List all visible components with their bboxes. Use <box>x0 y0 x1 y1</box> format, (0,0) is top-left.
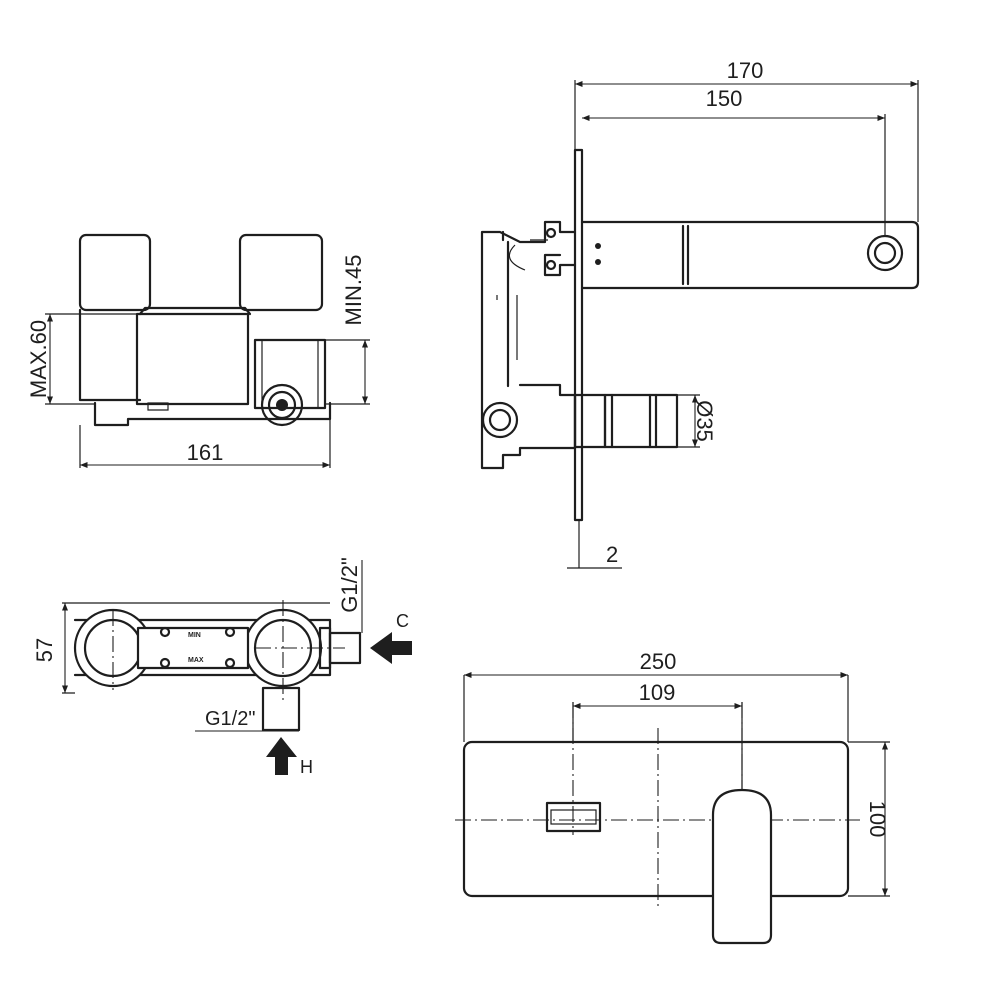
dimension-250: 250 <box>464 649 848 679</box>
dimension-109: 109 <box>573 680 742 710</box>
hot-inlet-arrow: H <box>266 737 313 777</box>
body-width-label: 161 <box>187 440 224 465</box>
dimension-161: 161 <box>80 440 330 469</box>
connection-top: G1/2" <box>337 557 363 633</box>
min-mark: MIN <box>188 632 201 639</box>
dimension-57: 57 <box>32 603 69 693</box>
plate-thickness-label: 2 <box>606 542 618 567</box>
dimension-2: 2 <box>606 542 618 567</box>
spout-profile-view <box>480 148 920 569</box>
dimension-max-60: MAX.60 <box>26 314 54 404</box>
max-mark: MAX <box>188 657 204 664</box>
dimension-min-45: MIN.45 <box>341 255 369 404</box>
cold-inlet-label: C <box>396 611 409 631</box>
dimension-150: 150 <box>582 86 886 236</box>
hot-inlet-label: H <box>300 757 313 777</box>
spout-reach-label: 150 <box>706 86 743 111</box>
min-depth-label: MIN.45 <box>341 255 366 326</box>
plate-height-label: 100 <box>865 801 890 838</box>
max-depth-label: MAX.60 <box>26 320 51 398</box>
diameter-label: Ø35 <box>692 400 717 442</box>
connection-bottom: G1/2" <box>195 708 299 732</box>
dimension-100: 100 <box>865 742 890 896</box>
cold-inlet-arrow: C <box>370 611 412 664</box>
body-height-label: 57 <box>32 638 57 662</box>
connection-top-label: G1/2" <box>337 557 362 613</box>
overall-reach-label: 170 <box>727 58 764 83</box>
top-view-body: MIN MAX <box>62 600 362 732</box>
center-distance-label: 109 <box>639 680 676 705</box>
side-view-body <box>45 233 370 468</box>
dimension-diameter-35: Ø35 <box>691 395 717 447</box>
dimension-170: 170 <box>574 58 919 222</box>
plate-width-label: 250 <box>640 649 677 674</box>
connection-bottom-label: G1/2" <box>205 708 255 730</box>
front-view-plate <box>455 675 890 945</box>
